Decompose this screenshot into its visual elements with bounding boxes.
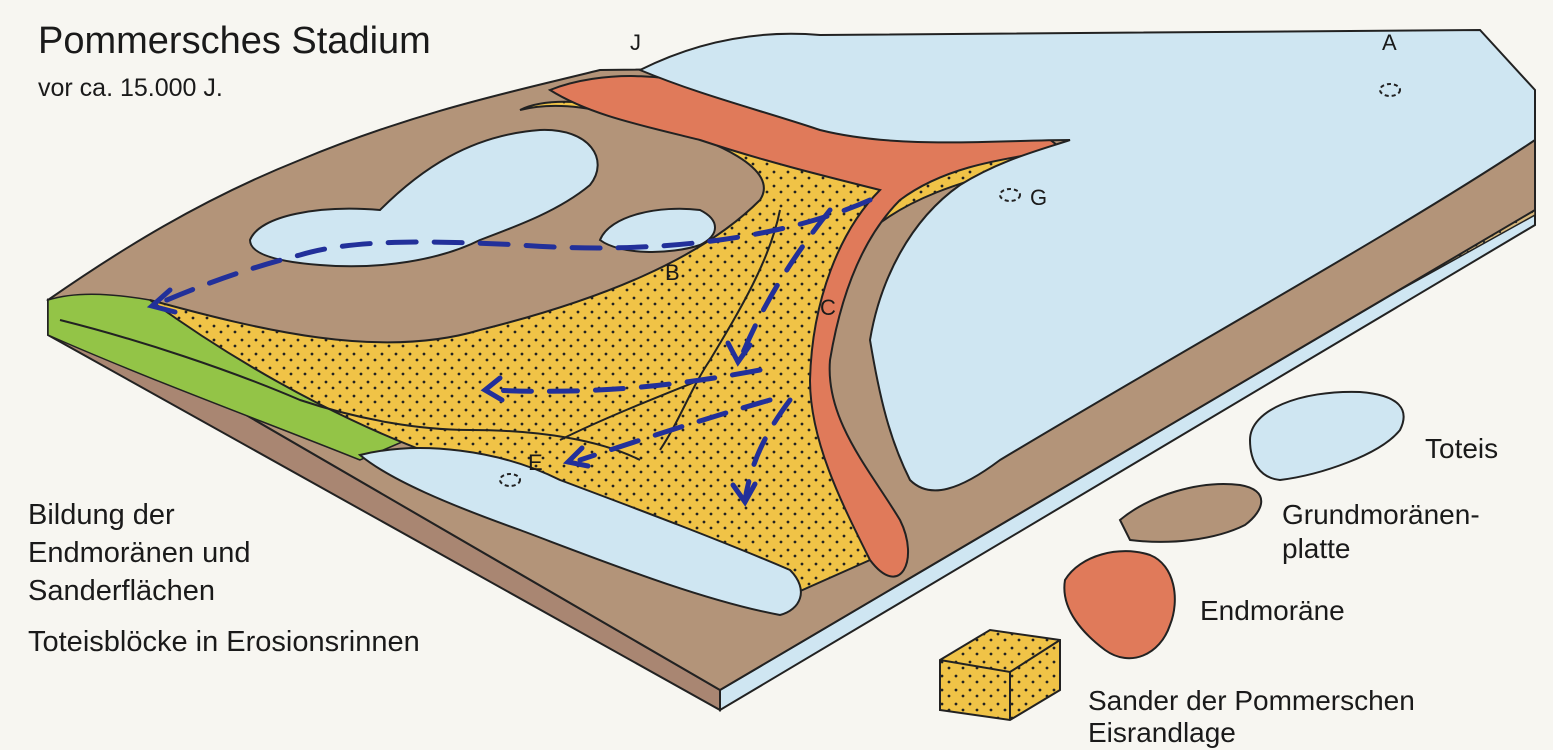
- diagram-title: Pommersches Stadium: [38, 20, 431, 63]
- point-label-j: J: [630, 30, 641, 56]
- legend-label-endmoraene: Endmoräne: [1200, 594, 1345, 628]
- legend-label-grundmoraene-1: Grundmoränen-: [1282, 498, 1480, 532]
- description-line-3: Sanderflächen: [28, 574, 215, 608]
- legend-endmoraene-swatch: [1064, 551, 1174, 658]
- point-label-e: E: [528, 450, 543, 476]
- point-label-g: G: [1030, 185, 1047, 211]
- legend-label-grundmoraene-2: platte: [1282, 532, 1351, 566]
- legend-sander-swatch: [940, 630, 1060, 720]
- point-label-a: A: [1382, 30, 1397, 56]
- legend-grundmoraene-swatch: [1120, 484, 1261, 542]
- description-line-4: Toteisblöcke in Erosionsrinnen: [28, 625, 420, 659]
- point-label-c: C: [820, 295, 836, 321]
- point-label-b: B: [665, 260, 680, 286]
- legend-label-sander-1: Sander der Pommerschen: [1088, 684, 1415, 718]
- diagram-subtitle: vor ca. 15.000 J.: [38, 74, 223, 103]
- legend-label-sander-2: Eisrandlage: [1088, 716, 1236, 750]
- description-line-2: Endmoränen und: [28, 536, 251, 570]
- legend-toteis-swatch: [1250, 392, 1404, 480]
- legend-label-toteis: Toteis: [1425, 432, 1498, 466]
- description-line-1: Bildung der: [28, 498, 175, 532]
